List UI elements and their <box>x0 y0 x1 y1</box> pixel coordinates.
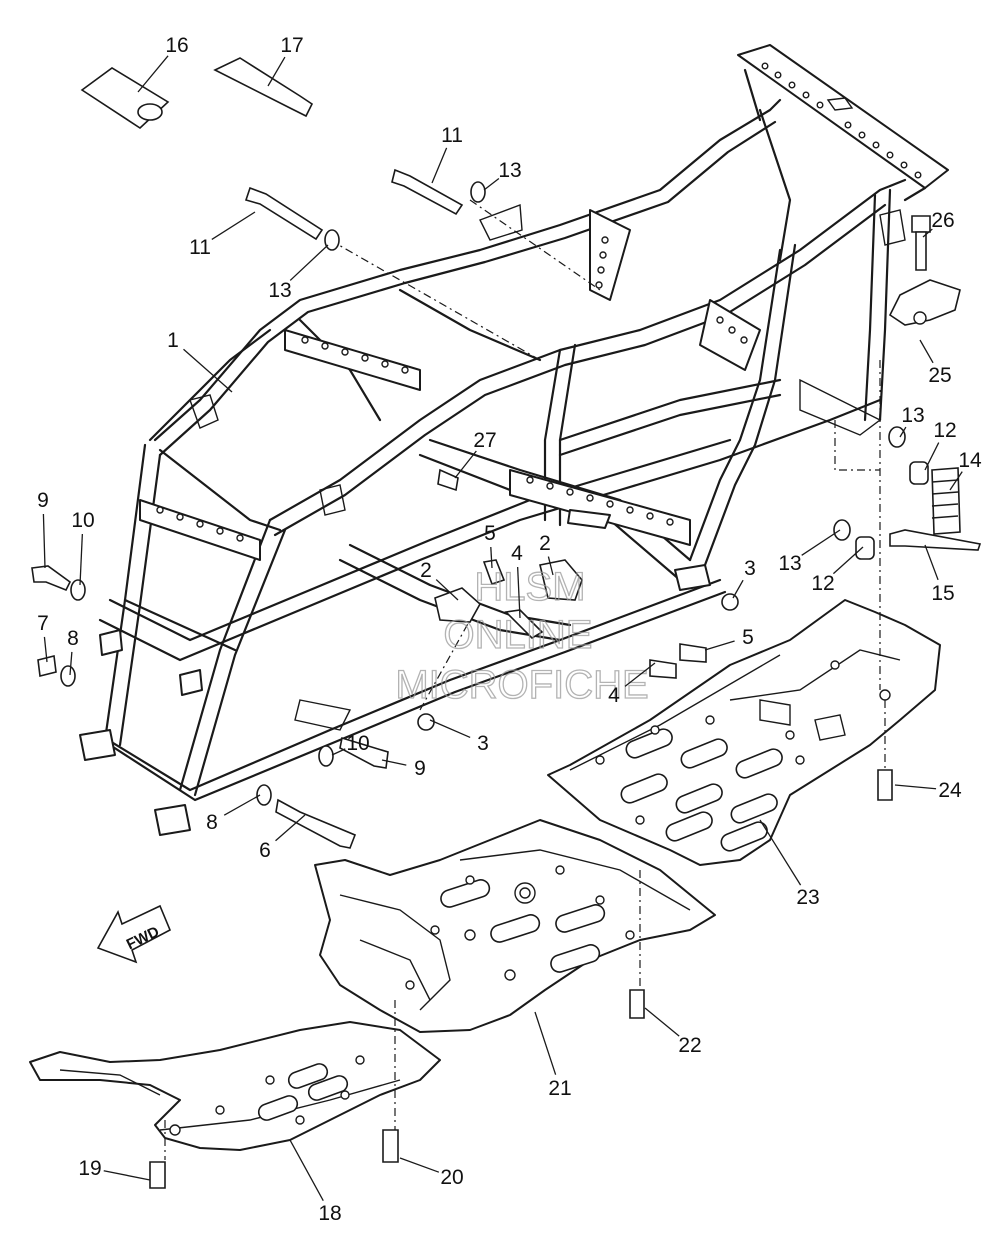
leader-line-c16 <box>137 55 169 93</box>
leader-line-c23 <box>759 819 802 886</box>
callout-c8b: 8 <box>206 811 218 834</box>
leader-line-c11a <box>431 147 448 184</box>
watermark-line-3: MICROFICHE <box>395 663 648 707</box>
leader-line-c10b <box>331 748 346 756</box>
leader-line-c3b <box>429 719 471 739</box>
leader-line-c4b <box>624 662 656 687</box>
callout-c14: 14 <box>958 449 982 472</box>
callout-c6: 6 <box>259 839 271 862</box>
leader-line-c8a <box>69 651 73 676</box>
leader-line-c26 <box>922 228 933 238</box>
callout-c13c: 13 <box>901 404 924 427</box>
callout-c13b: 13 <box>268 279 291 302</box>
leader-line-c6 <box>275 814 306 842</box>
leader-line-c13b <box>289 244 329 281</box>
callout-c5b: 5 <box>742 626 754 649</box>
callout-c13a: 13 <box>498 159 521 182</box>
leader-line-c2a <box>547 556 554 576</box>
leader-line-c21 <box>534 1011 557 1075</box>
leader-line-c12a <box>924 442 940 471</box>
leader-line-c19 <box>103 1170 151 1181</box>
watermark-line-2: ONLINE <box>444 613 593 657</box>
watermark: HLSM ONLINE MICROFICHE <box>395 564 650 707</box>
callout-c12a: 12 <box>933 419 956 442</box>
leader-line-c5b <box>704 640 735 651</box>
callout-c24: 24 <box>938 779 962 802</box>
callout-c2a: 2 <box>539 532 551 555</box>
skid-plate-21 <box>314 819 716 1033</box>
leader-line-c1 <box>183 348 233 393</box>
leader-line-c3a <box>732 579 744 599</box>
main-frame <box>79 44 949 836</box>
callout-c12b: 12 <box>811 572 834 595</box>
callout-c25: 25 <box>928 364 951 387</box>
callout-c27: 27 <box>473 429 496 452</box>
leader-line-c27 <box>454 450 477 479</box>
leader-line-c25 <box>919 339 934 364</box>
leader-line-c4a <box>516 566 521 619</box>
callout-c7: 7 <box>37 612 49 635</box>
callout-c4b: 4 <box>608 684 620 707</box>
callout-c5a: 5 <box>484 522 496 545</box>
leader-line-c10a <box>79 533 84 586</box>
leader-line-c9a <box>42 513 46 569</box>
fasteners <box>31 57 982 1189</box>
callout-c10a: 10 <box>71 509 94 532</box>
leader-line-c24 <box>894 784 937 790</box>
callout-c26: 26 <box>931 209 954 232</box>
callout-c4a: 4 <box>511 542 523 565</box>
callout-c11b: 11 <box>189 236 211 259</box>
skid-plate-23 <box>547 599 941 866</box>
leader-line-c17 <box>267 56 286 87</box>
callout-c1: 1 <box>167 329 179 352</box>
leader-line-c15 <box>924 544 939 581</box>
leader-line-c14 <box>949 471 963 491</box>
leader-line-c12b <box>832 546 864 575</box>
callout-c9b: 9 <box>414 757 426 780</box>
fwd-arrow-icon: FWD <box>96 904 172 964</box>
leader-line-c13c <box>899 426 907 438</box>
callout-c8a: 8 <box>67 627 79 650</box>
leader-line-c22 <box>644 1007 680 1037</box>
leader-line-c2b <box>435 579 459 601</box>
callout-c13d: 13 <box>778 552 801 575</box>
skid-plate-18 <box>29 1021 441 1151</box>
leader-line-c11b <box>211 211 256 241</box>
callout-c23: 23 <box>796 886 819 909</box>
leader-line-c8b <box>223 794 261 816</box>
callout-c20: 20 <box>440 1166 463 1189</box>
leader-line-c5a <box>490 546 493 569</box>
callout-c2b: 2 <box>420 559 432 582</box>
watermark-line-1: HLSM <box>474 565 585 609</box>
callout-c22: 22 <box>678 1034 701 1057</box>
leader-line-c20 <box>399 1157 440 1173</box>
leader-line-c13d <box>801 529 841 556</box>
callout-c17: 17 <box>280 34 303 57</box>
leader-line-c13a <box>483 178 500 191</box>
callout-c3a: 3 <box>744 557 756 580</box>
callout-c10b: 10 <box>346 732 369 755</box>
callout-c19: 19 <box>78 1157 101 1180</box>
callout-c21: 21 <box>548 1077 571 1100</box>
callout-c15: 15 <box>931 582 954 605</box>
callout-c11a: 11 <box>441 124 463 147</box>
leader-line-c7 <box>43 636 48 663</box>
callout-c3b: 3 <box>477 732 489 755</box>
callout-c18: 18 <box>318 1202 341 1225</box>
leader-line-c9b <box>381 759 407 766</box>
callout-c9a: 9 <box>37 489 49 512</box>
leader-line-c18 <box>289 1139 324 1202</box>
callout-c16: 16 <box>165 34 188 57</box>
